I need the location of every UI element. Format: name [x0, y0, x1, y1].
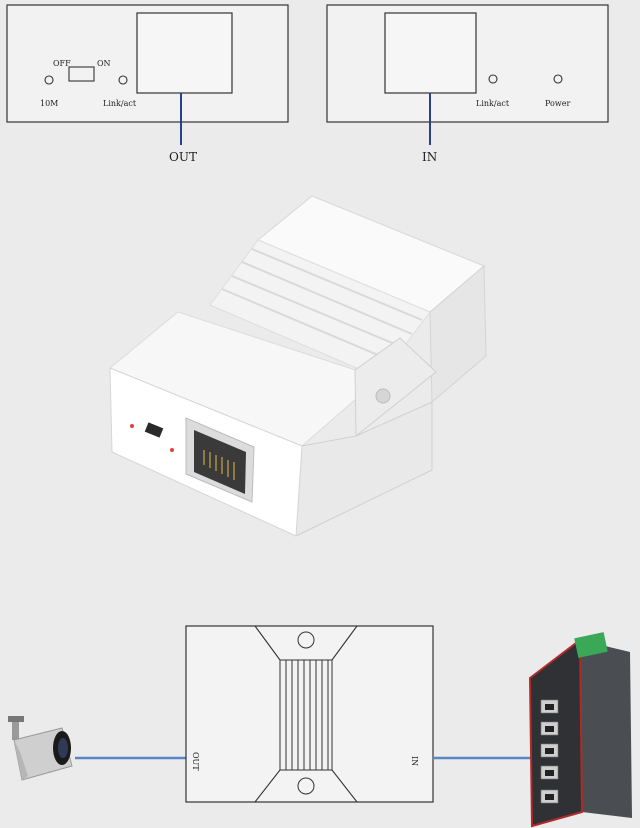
in-port-label: IN: [422, 150, 437, 164]
power-label: Power: [545, 99, 570, 108]
out-panel: OFF ON 10M Link/act OUT: [6, 4, 289, 164]
link-led-icon: [118, 75, 128, 85]
dip-switch-icon: [68, 66, 95, 82]
bottom-diagram: OUT IN: [8, 625, 632, 828]
out-port-label: OUT: [169, 150, 197, 164]
bottom-out-label: OUT: [191, 752, 200, 771]
speed-led-icon: [44, 75, 54, 85]
power-led-icon: [553, 74, 563, 84]
ip-camera-icon: [8, 716, 73, 781]
in-panel: Link/act Power IN: [326, 4, 609, 164]
poe-extender-device-icon: [109, 195, 487, 537]
off-label: OFF: [53, 59, 71, 68]
speed-label: 10M: [40, 99, 58, 108]
on-label: ON: [97, 59, 111, 68]
out-port-outline: [136, 12, 233, 94]
link-label: Link/act: [103, 99, 137, 108]
network-switch-icon: [528, 632, 632, 828]
ribs: [254, 625, 358, 803]
link-led-icon: [488, 74, 498, 84]
link-label: Link/act: [476, 99, 510, 108]
bottom-in-label: IN: [410, 756, 419, 766]
mount-hole-top: [297, 631, 315, 649]
mount-hole-bottom: [297, 777, 315, 795]
in-port-outline: [384, 12, 477, 94]
